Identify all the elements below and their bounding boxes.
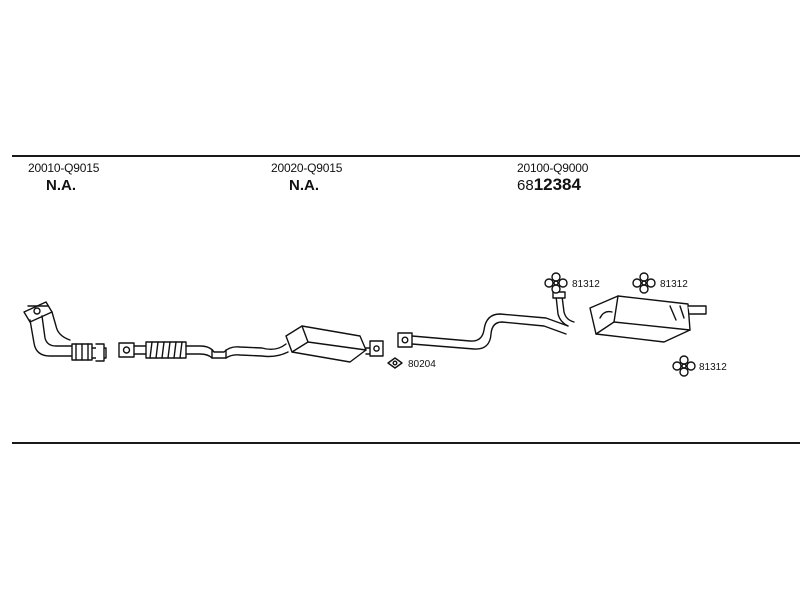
front-pipe bbox=[23, 301, 107, 362]
front-pipe-group: 20010-Q9015 N.A. bbox=[28, 161, 99, 194]
center-muffler bbox=[285, 325, 384, 363]
rear-muffler-part-number: 20100-Q9000 bbox=[517, 161, 589, 175]
reference-main: 12384 bbox=[533, 175, 581, 194]
front-pipe-status: N.A. bbox=[46, 177, 76, 194]
top-divider bbox=[12, 155, 800, 157]
hanger-part-1: 81312 bbox=[544, 272, 600, 294]
catalyst-group: 20020-Q9015 N.A. bbox=[271, 161, 342, 194]
hanger-part-3: 81312 bbox=[672, 355, 727, 377]
rear-muffler-reference: 6812384 bbox=[517, 175, 588, 195]
gasket-part: 80204 bbox=[387, 357, 436, 370]
hanger-label-1: 81312 bbox=[572, 279, 600, 290]
catalytic-converter-pipe bbox=[118, 341, 289, 359]
hanger-label-3: 81312 bbox=[699, 362, 727, 373]
rear-muffler bbox=[589, 295, 707, 343]
gasket-label: 80204 bbox=[408, 359, 436, 370]
bottom-divider bbox=[12, 442, 800, 444]
reference-prefix: 68 bbox=[517, 177, 534, 194]
hanger-part-2: 81312 bbox=[632, 272, 688, 294]
tail-pipe bbox=[397, 291, 575, 350]
catalyst-part-number: 20020-Q9015 bbox=[271, 161, 343, 175]
catalyst-status: N.A. bbox=[289, 177, 319, 194]
front-pipe-part-number: 20010-Q9015 bbox=[28, 161, 100, 175]
rear-muffler-group: 20100-Q9000 6812384 bbox=[517, 161, 588, 195]
hanger-label-2: 81312 bbox=[660, 279, 688, 290]
